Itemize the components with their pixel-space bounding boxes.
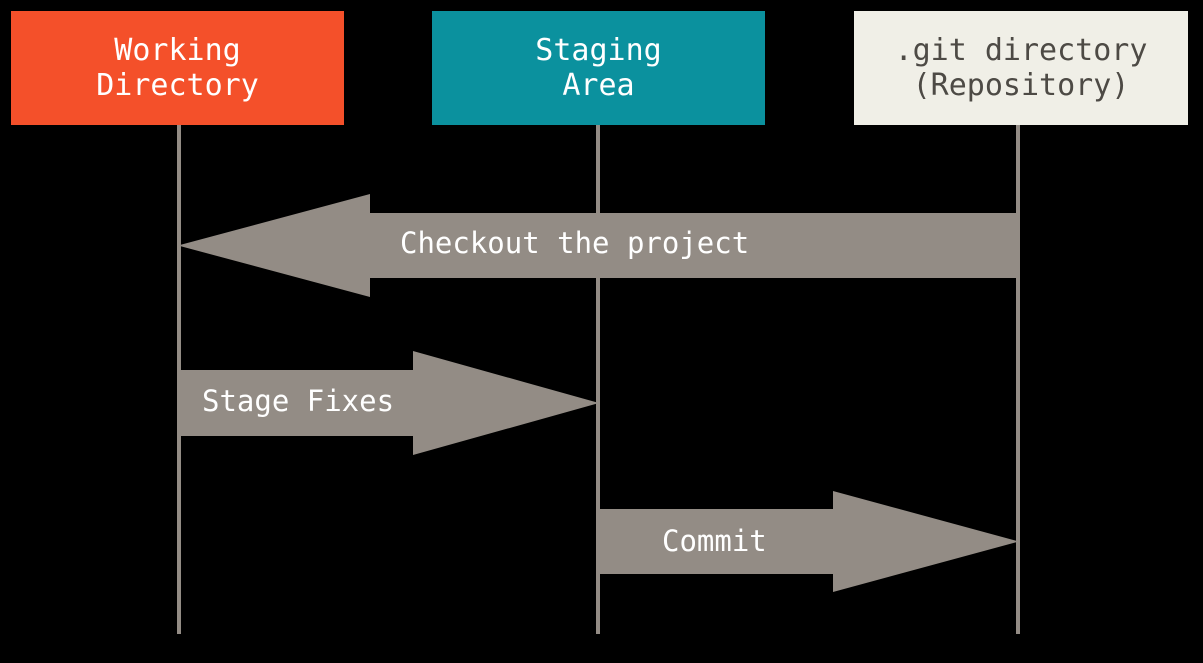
git-directory-label-line1: .git directory [894,32,1148,68]
commit-arrow [598,490,1019,593]
stage-fixes-arrow-label: Stage Fixes [202,384,395,418]
staging-area-label-line2: Area [562,68,635,103]
working-directory-label-line1: Working [114,32,241,68]
staging-area-box: Staging Area [432,11,765,125]
checkout-arrow [178,193,1019,298]
git-directory-lifeline [1016,125,1020,634]
working-directory-box: Working Directory [11,11,344,125]
staging-area-label-line1: Staging [535,32,662,68]
staging-area-lifeline [596,125,600,634]
checkout-arrow-label: Checkout the project [400,226,750,260]
commit-arrow-label: Commit [662,524,767,558]
working-directory-label-line2: Directory [96,68,259,103]
git-directory-label-line2: (Repository) [912,68,1130,103]
stage-fixes-arrow [178,350,599,456]
git-directory-box: .git directory (Repository) [854,11,1188,125]
